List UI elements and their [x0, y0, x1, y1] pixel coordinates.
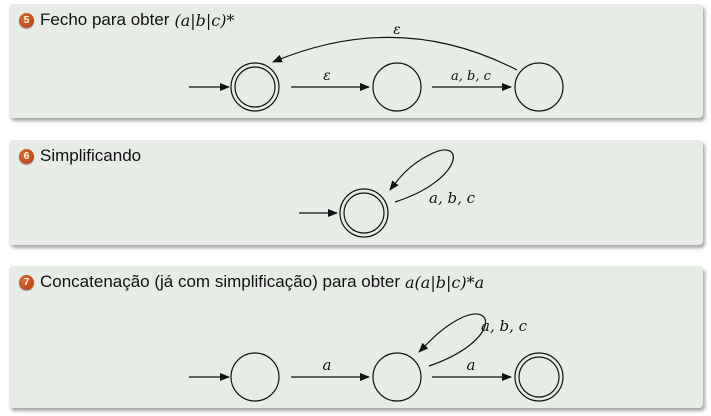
transition-label: a, b, c	[451, 69, 492, 84]
state	[230, 352, 280, 402]
state-accepting	[339, 188, 389, 238]
state-accepting	[514, 352, 564, 402]
state-accepting-inner	[343, 192, 385, 234]
back-transition-arrow	[272, 36, 518, 71]
transition-label: ε	[323, 68, 331, 84]
state-accepting-inner	[518, 356, 560, 398]
step-7-panel: 7 Concatenação (já com simplificação) pa…	[9, 266, 703, 408]
transition-label: a	[467, 356, 476, 374]
step-5-title: Fecho para obter	[40, 10, 170, 29]
state	[372, 62, 422, 112]
state-accepting-inner	[234, 66, 276, 108]
loop-label: a, b, c	[481, 317, 528, 335]
step-5-panel: 5 Fecho para obter (a|b|c)* ε a, b, c ε	[9, 4, 703, 118]
state	[514, 62, 564, 112]
step-5-automaton: ε a, b, c ε	[189, 22, 564, 112]
step-7-title: Concatenação (já com simplificação) para…	[40, 272, 401, 291]
step-5-number: 5	[19, 12, 34, 28]
step-6-heading: 6 Simplificando	[19, 146, 141, 166]
step-5-heading: 5 Fecho para obter (a|b|c)*	[19, 10, 234, 30]
step-6-number: 6	[19, 148, 34, 164]
loop-label: a, b, c	[429, 189, 476, 207]
step-6-automaton: a, b, c	[299, 149, 476, 238]
step-7-automaton: a a a, b, c	[189, 313, 564, 402]
loop-transition-arrow	[389, 149, 454, 203]
state-accepting	[230, 62, 280, 112]
step-7-number: 7	[19, 274, 34, 290]
transition-label: a	[323, 356, 332, 374]
loop-transition-arrow	[418, 313, 486, 367]
step-7-heading: 7 Concatenação (já com simplificação) pa…	[19, 272, 484, 292]
state	[372, 352, 422, 402]
step-6-panel: 6 Simplificando a, b, c	[9, 140, 703, 245]
step-7-expression: a(a|b|c)*a	[405, 272, 485, 292]
step-6-title: Simplificando	[40, 146, 142, 165]
transition-label: ε	[393, 22, 401, 38]
step-5-expression: (a|b|c)*	[174, 10, 235, 30]
